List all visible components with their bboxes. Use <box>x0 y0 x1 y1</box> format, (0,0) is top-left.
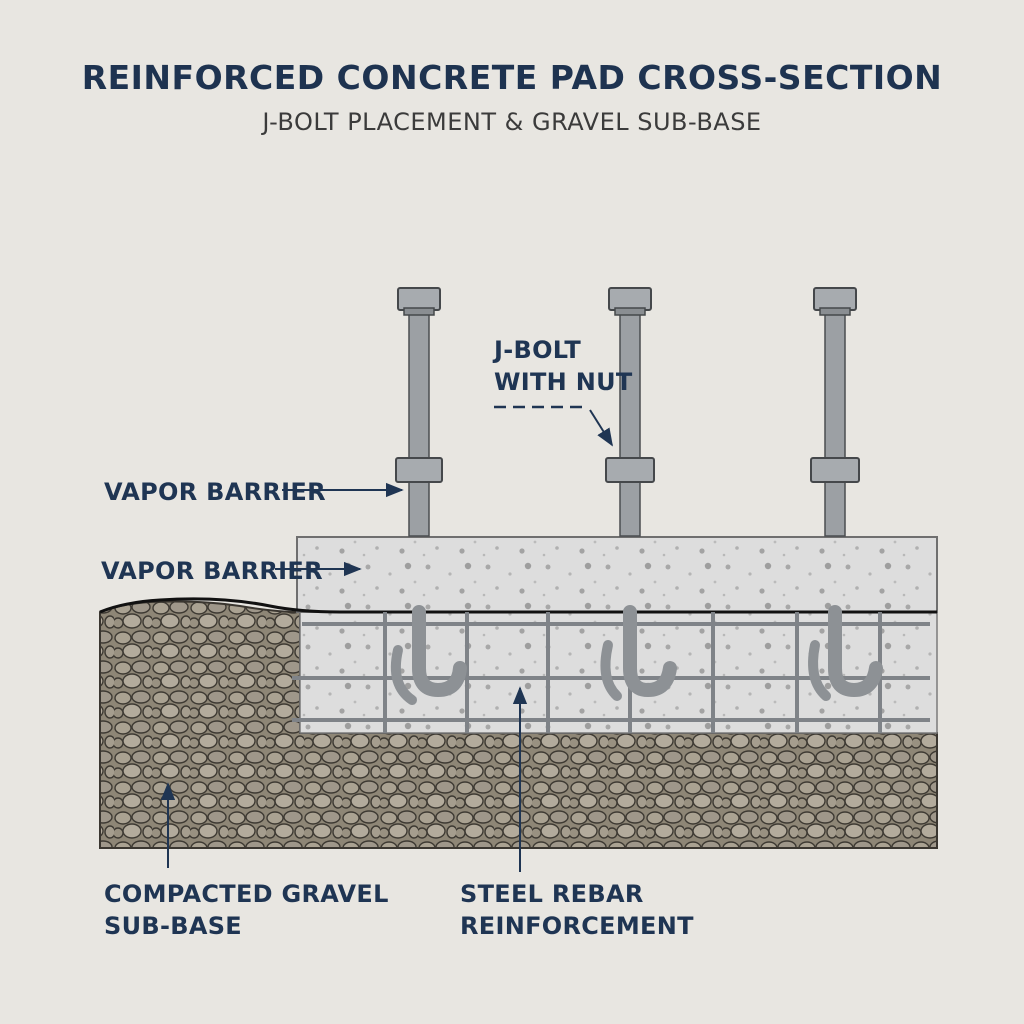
vapor-barrier-upper-text: VAPOR BARRIER <box>104 478 326 506</box>
diagram-title: REINFORCED CONCRETE PAD CROSS-SECTION <box>81 58 943 97</box>
jbolt-label: J-BOLT WITH NUT <box>494 334 633 398</box>
vapor-barrier-label-upper: VAPOR BARRIER <box>104 476 326 508</box>
jbolt-label-line1: J-BOLT <box>494 336 582 364</box>
j-bolt-3 <box>808 287 883 701</box>
concrete-slab <box>296 536 938 613</box>
j-bolt-2 <box>600 287 677 701</box>
rebar-label-line2: REINFORCEMENT <box>460 912 694 940</box>
gravel-label-line2: SUB-BASE <box>104 912 242 940</box>
gravel-label-line1: COMPACTED GRAVEL <box>104 880 389 908</box>
vapor-barrier-membrane <box>99 597 937 614</box>
diagram-subtitle: J-BOLT PLACEMENT & GRAVEL SUB-BASE <box>262 108 762 136</box>
vapor-barrier-lower-text: VAPOR BARRIER <box>101 557 323 585</box>
rebar-label-line1: STEEL REBAR <box>460 880 644 908</box>
j-bolt-1 <box>390 287 467 705</box>
jbolt-label-line2: WITH NUT <box>494 368 633 396</box>
vapor-barrier-label-lower: VAPOR BARRIER <box>101 555 323 587</box>
rebar-label: STEEL REBAR REINFORCEMENT <box>460 878 694 942</box>
jbolt-leader-arrow <box>589 409 613 447</box>
gravel-label: COMPACTED GRAVEL SUB-BASE <box>104 878 389 942</box>
